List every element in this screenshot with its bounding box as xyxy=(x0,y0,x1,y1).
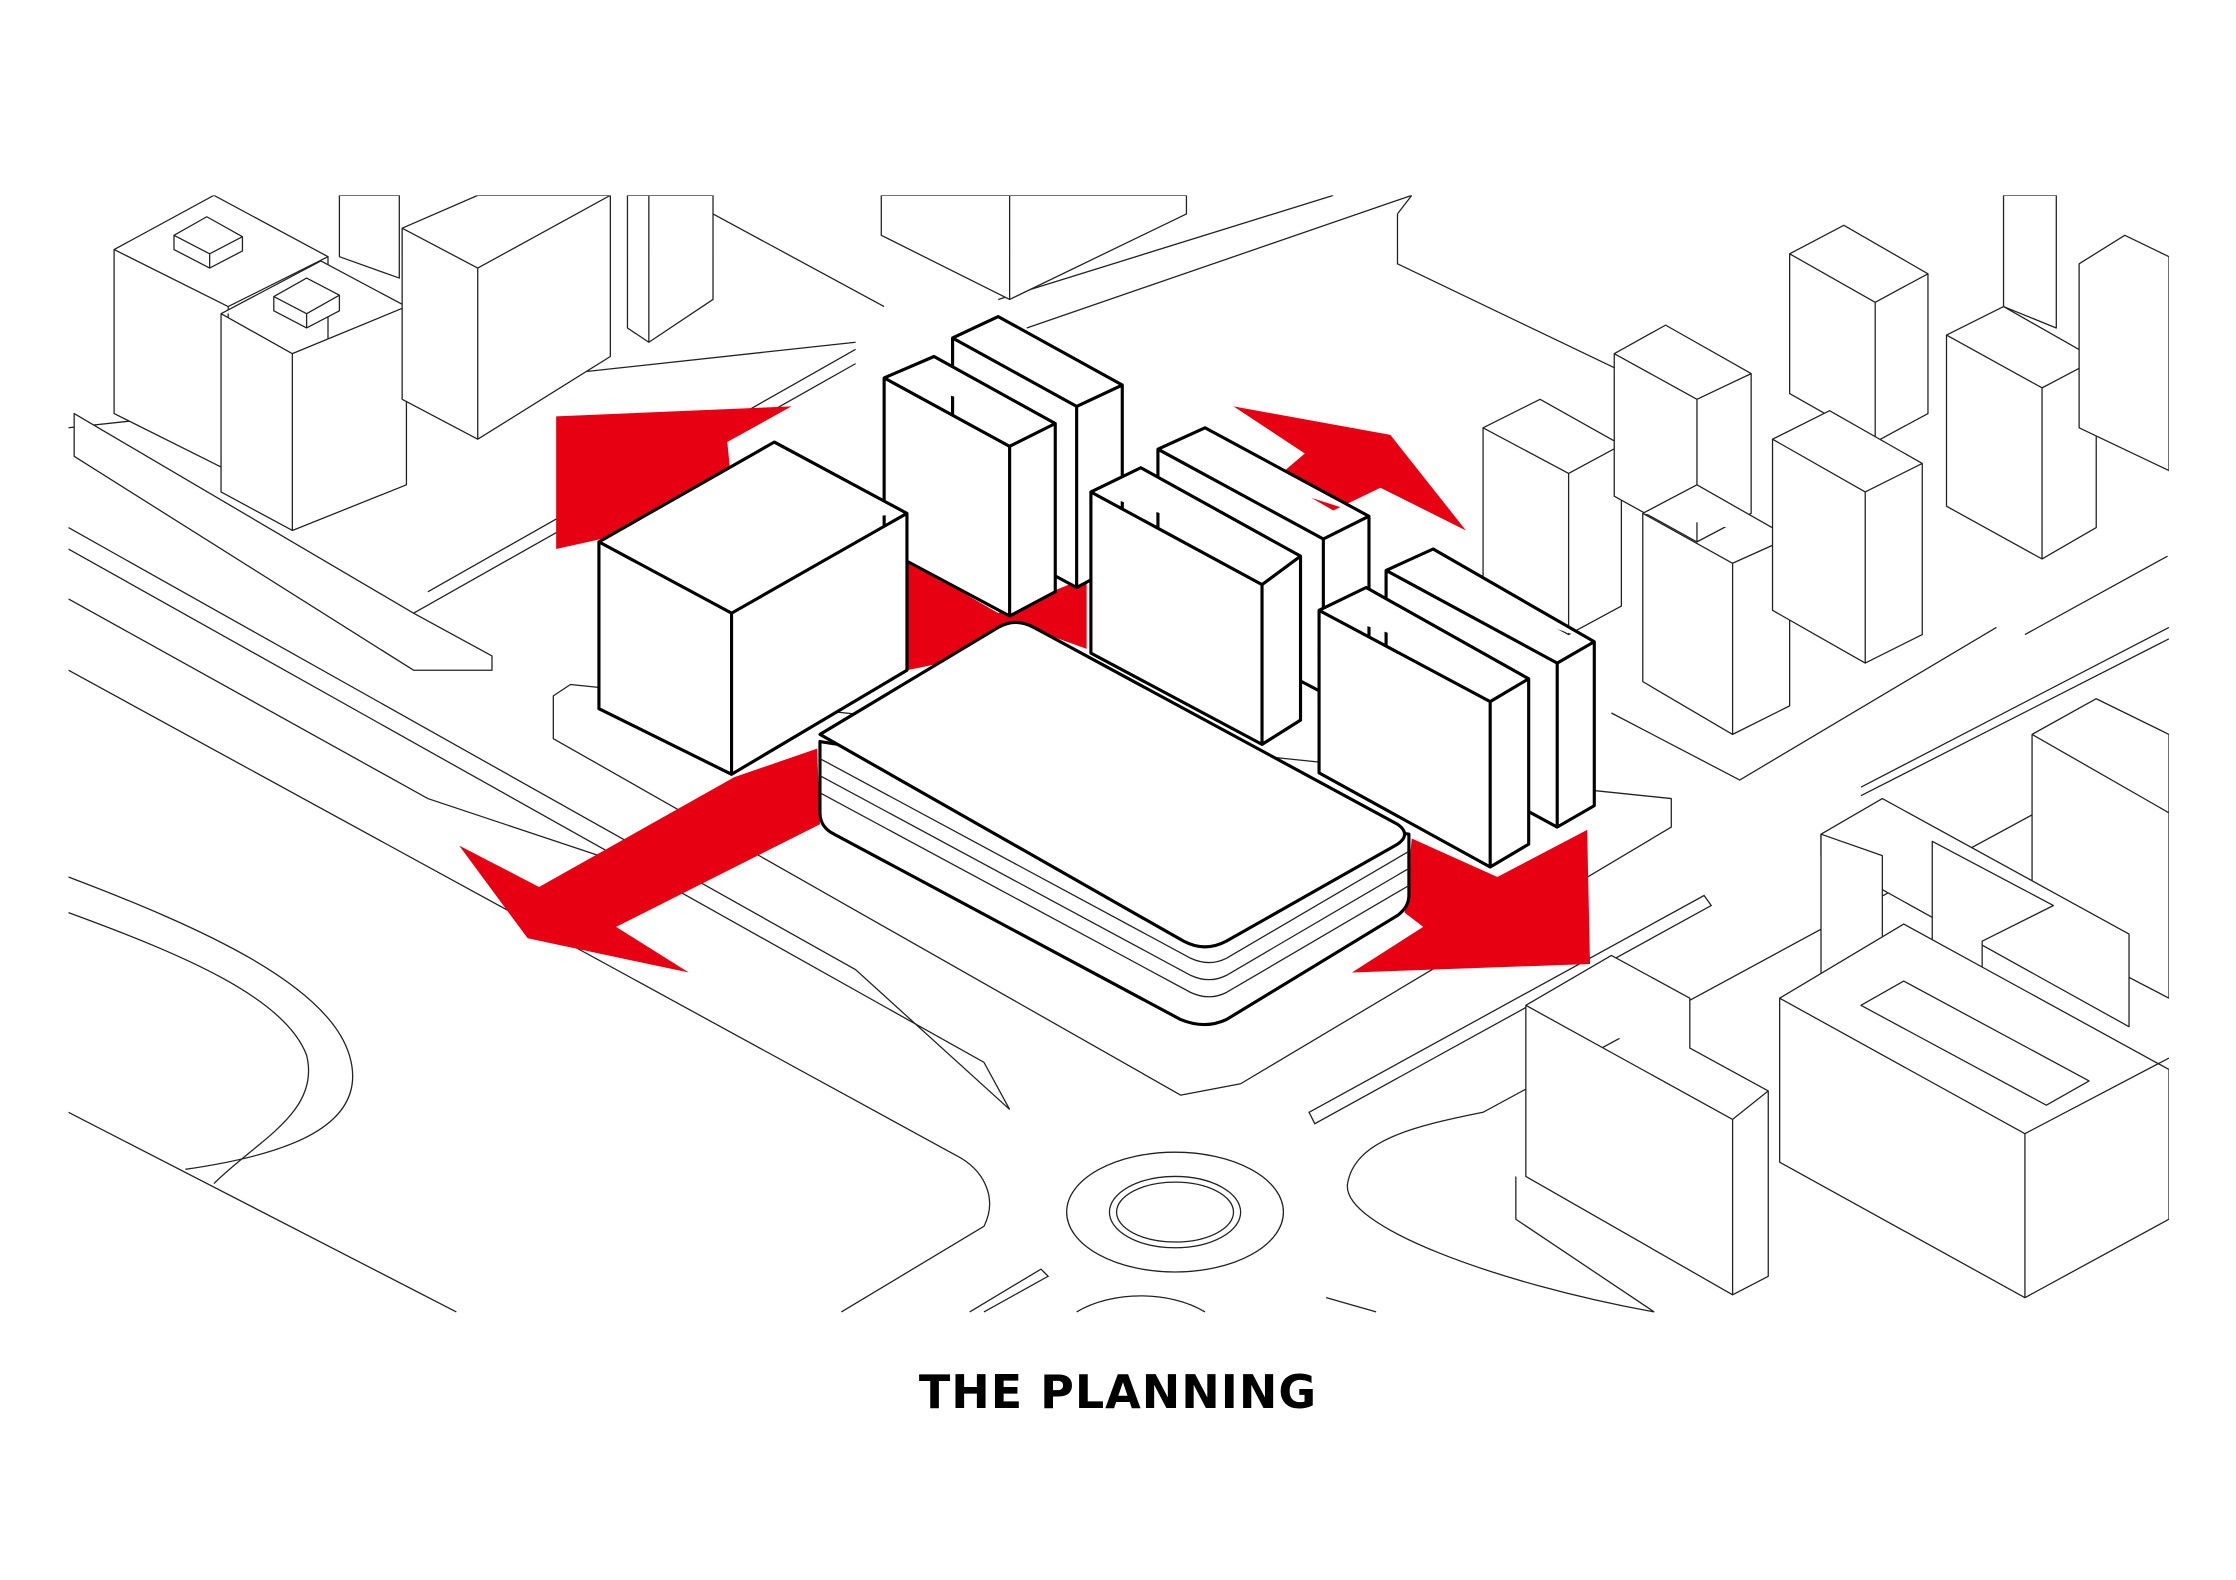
context-buildings-right xyxy=(1482,195,2169,1313)
tower-front-3 xyxy=(1317,585,1531,869)
arrow-southeast xyxy=(1351,829,1591,973)
tower-front-1 xyxy=(882,354,1057,618)
arrow-northeast xyxy=(1233,406,1466,531)
roundabout xyxy=(1066,1151,1285,1273)
context-buildings-left xyxy=(73,195,1188,671)
arrow-southwest xyxy=(459,748,820,973)
arrow-center-link xyxy=(906,560,1087,671)
podium xyxy=(818,620,1411,1027)
red-arrows xyxy=(459,406,1591,973)
tower-front-2 xyxy=(1089,466,1303,746)
arrow-northwest xyxy=(556,406,792,550)
cube-building xyxy=(597,440,909,776)
diagram-title: THE PLANNING xyxy=(918,1365,1318,1419)
proposed-buildings xyxy=(597,315,1596,1027)
